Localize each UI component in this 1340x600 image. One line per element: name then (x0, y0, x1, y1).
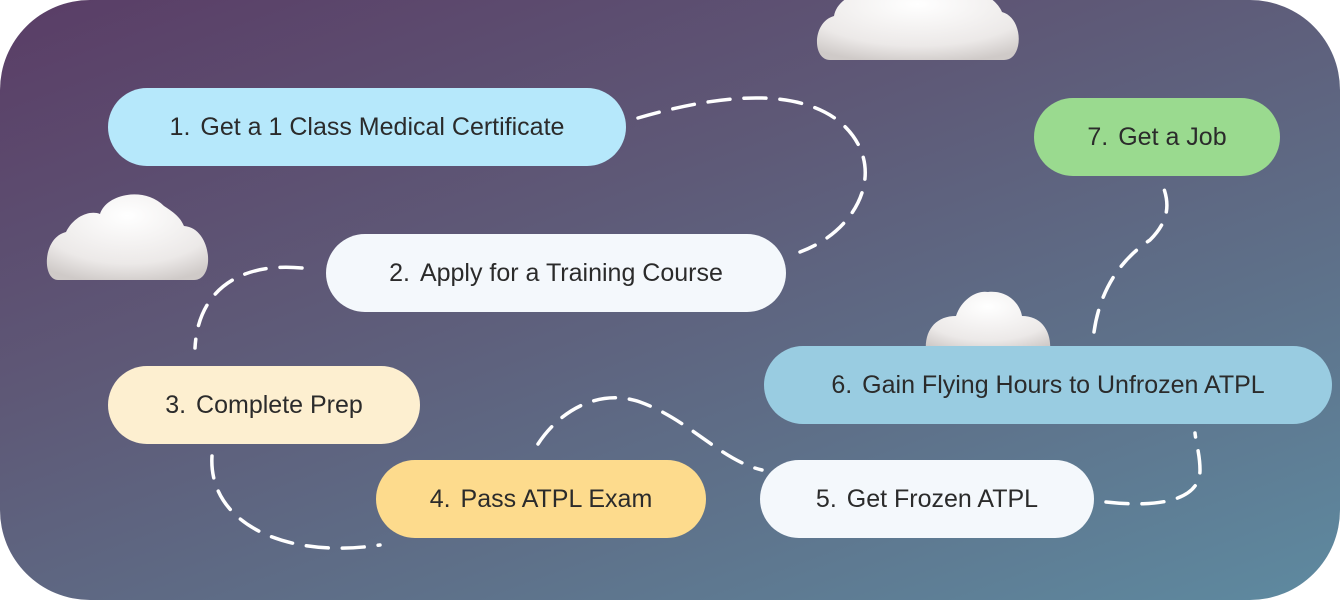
connector-4-5 (536, 396, 764, 472)
step-number: 6. (831, 370, 853, 399)
step-label: Get a Job (1118, 122, 1227, 151)
step-number: 2. (389, 258, 410, 287)
step-2-pill: 2. Apply for a Training Course (326, 234, 786, 312)
connector-1-2 (636, 96, 867, 254)
connector-5-6 (1104, 431, 1202, 506)
step-3-pill: 3. Complete Prep (108, 366, 420, 444)
cloud-icon (817, 0, 1019, 60)
step-label: Get Frozen ATPL (846, 484, 1039, 513)
step-number: 1. (169, 112, 191, 141)
step-label: Gain Flying Hours to Unfrozen ATPL (862, 370, 1265, 399)
step-4-pill: 4. Pass ATPL Exam (376, 460, 706, 538)
step-7-pill: 7. Get a Job (1034, 98, 1280, 176)
step-number: 7. (1087, 122, 1109, 151)
connector-2-3 (193, 265, 304, 350)
cloud-icon (46, 194, 209, 280)
step-label: Complete Prep (196, 390, 363, 419)
step-label: Get a 1 Class Medical Certificate (200, 112, 565, 141)
step-5-pill: 5. Get Frozen ATPL (760, 460, 1094, 538)
step-label: Pass ATPL Exam (460, 484, 653, 513)
step-label: Apply for a Training Course (419, 258, 723, 287)
connector-3-4 (210, 454, 382, 550)
step-1-pill: 1. Get a 1 Class Medical Certificate (108, 88, 626, 166)
step-number: 4. (429, 484, 451, 513)
step-number: 5. (815, 484, 837, 513)
cloud-icon (925, 291, 1051, 352)
step-6-pill: 6. Gain Flying Hours to Unfrozen ATPL (764, 346, 1332, 424)
connector-6-7 (1092, 184, 1169, 334)
step-number: 3. (165, 390, 187, 419)
